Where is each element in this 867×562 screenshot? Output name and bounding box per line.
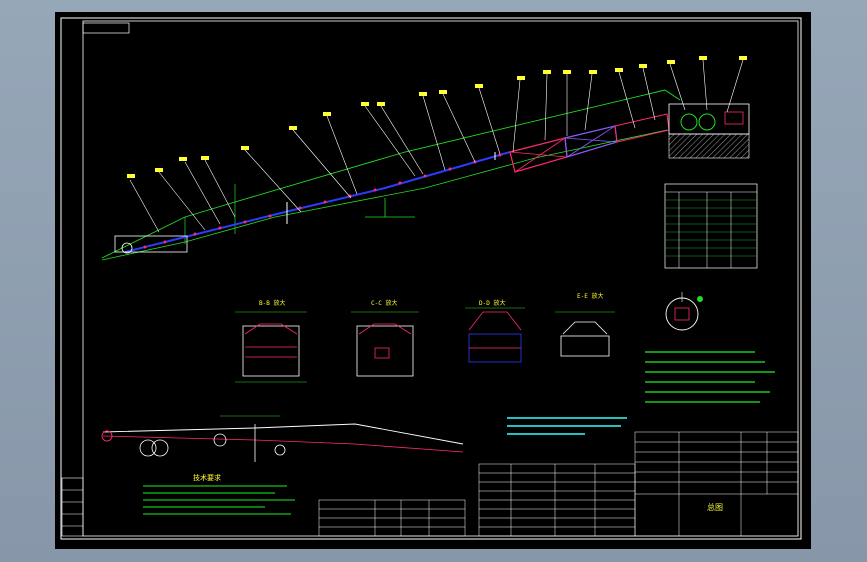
lower-guide-line xyxy=(101,129,668,261)
foundation-hatch xyxy=(668,133,750,159)
view-label-e: E-E 放大 xyxy=(577,292,603,300)
tail-station xyxy=(114,235,188,253)
upper-guide-line xyxy=(101,89,681,259)
outer-border xyxy=(60,17,802,540)
drive-pulley xyxy=(680,113,698,131)
detail-circle xyxy=(665,292,703,331)
corner-box xyxy=(82,22,130,34)
yellow-note xyxy=(507,417,627,435)
callout-leaders xyxy=(129,59,744,233)
callout-tags xyxy=(127,56,747,178)
title-block xyxy=(634,431,799,537)
truss-section-a xyxy=(509,137,568,173)
title-block-name: 总图 xyxy=(707,502,723,512)
view-label-d: D-D 放大 xyxy=(479,299,505,307)
motor xyxy=(724,111,744,125)
layout-plan-view xyxy=(101,415,464,462)
technical-requirements-title: 技术要求 xyxy=(193,473,221,482)
drawing-sheet: B-B 放大 C-C 放大 D-D 放大 E-E 放大 技术要求 总图 xyxy=(55,12,811,549)
view-label-b: B-B 放大 xyxy=(259,299,285,307)
truss-section-c xyxy=(614,113,670,143)
view-label-c: C-C 放大 xyxy=(371,299,397,307)
technical-requirements xyxy=(143,485,295,515)
section-view-d xyxy=(465,307,525,363)
inner-border xyxy=(82,20,799,537)
cad-drawing: B-B 放大 C-C 放大 D-D 放大 E-E 放大 技术要求 总图 xyxy=(60,17,802,540)
conveyor-side-view xyxy=(101,89,750,261)
technical-notes xyxy=(645,351,775,403)
bom-table-middle xyxy=(478,463,636,537)
revision-column xyxy=(61,477,84,537)
tail-pulley xyxy=(121,242,133,254)
bom-table-left xyxy=(318,499,466,537)
section-view-b xyxy=(235,311,307,383)
parts-list-table xyxy=(664,183,758,269)
section-view-c xyxy=(351,311,419,377)
section-view-e xyxy=(555,311,615,357)
